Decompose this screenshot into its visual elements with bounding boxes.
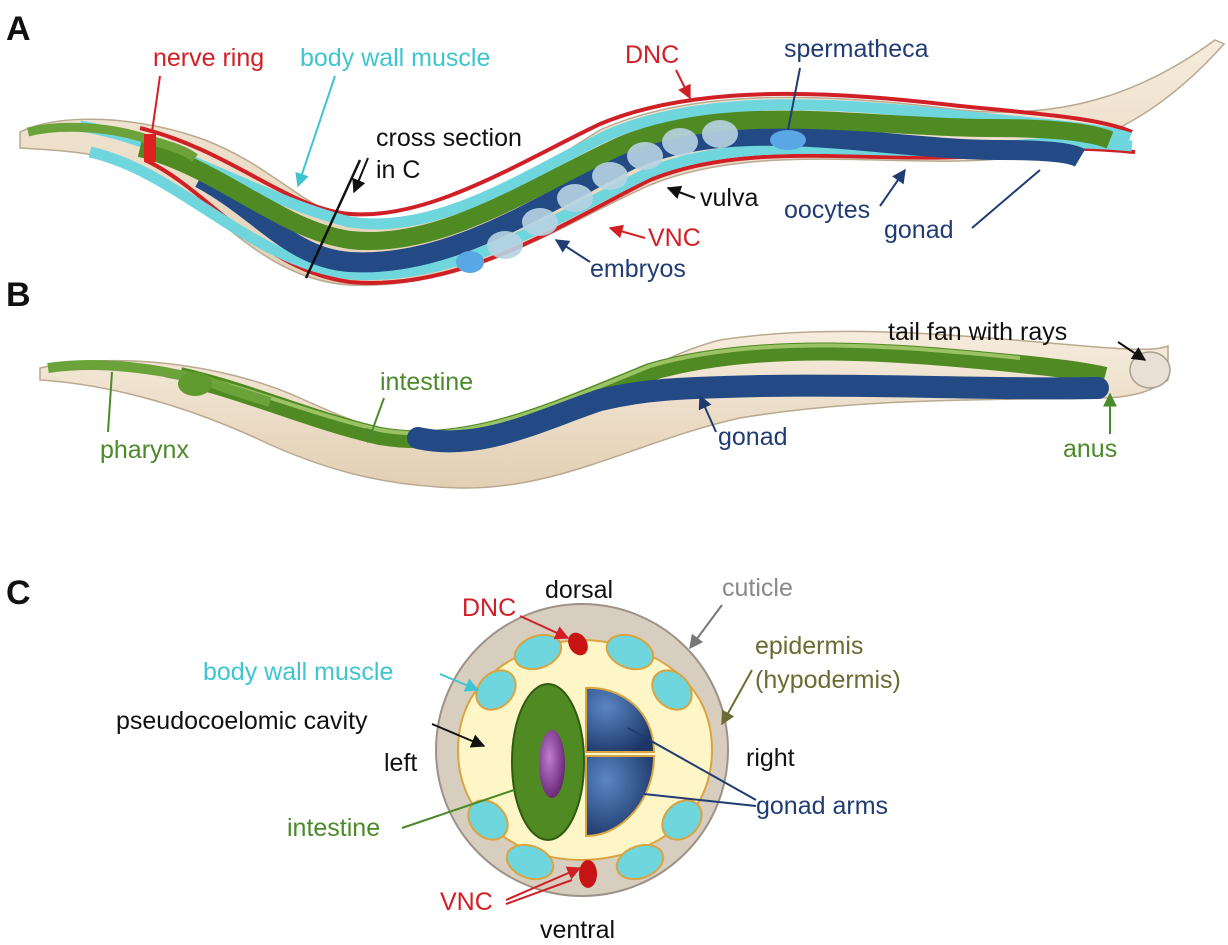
panel-b-male: B tail fan with rays intestine pharynx g… [6, 276, 1170, 488]
embryo [456, 251, 484, 273]
label-tail-fan: tail fan with rays [888, 318, 1067, 346]
label-vnc-c: VNC [440, 888, 493, 916]
embryo [627, 142, 663, 170]
panel-letter-a: A [6, 10, 31, 48]
label-dnc-a: DNC [625, 41, 679, 69]
label-embryos: embryos [590, 255, 686, 283]
label-intestine-c: intestine [287, 814, 380, 842]
embryo [592, 162, 628, 190]
label-dorsal: dorsal [545, 576, 613, 604]
pointer-cuticle [690, 605, 722, 648]
label-body-wall-muscle-c: body wall muscle [203, 658, 393, 686]
label-ventral: ventral [540, 916, 615, 944]
label-gonad-b: gonad [718, 423, 788, 451]
label-nerve-ring: nerve ring [153, 44, 264, 72]
pointer-dnc-a [676, 70, 690, 98]
label-pseudocoelomic-cavity: pseudocoelomic cavity [116, 707, 368, 735]
label-gonad-arms: gonad arms [756, 792, 888, 820]
pointer-cross-section [354, 158, 368, 192]
label-cross-section-2: in C [376, 156, 420, 184]
embryo [557, 184, 593, 212]
label-vnc-a: VNC [648, 224, 701, 252]
embryo [487, 231, 523, 259]
panel-letter-b: B [6, 276, 31, 314]
pointer-gonad-a [972, 170, 1040, 228]
label-oocytes: oocytes [784, 196, 870, 224]
label-vulva: vulva [700, 184, 758, 212]
label-intestine-b: intestine [380, 368, 473, 396]
male-pharynx-bulb [178, 372, 212, 396]
pointer-epidermis [722, 670, 752, 724]
embryo [522, 208, 558, 236]
label-hypodermis: (hypodermis) [755, 666, 901, 694]
nerve-ring-shape [144, 134, 156, 162]
label-body-wall-muscle-a: body wall muscle [300, 44, 490, 72]
intestine-lumen [539, 730, 565, 798]
label-epidermis: epidermis [755, 632, 863, 660]
label-spermatheca: spermatheca [784, 35, 929, 63]
label-left: left [384, 749, 417, 777]
pointer-vnc-a [610, 228, 645, 238]
label-dnc-c: DNC [462, 594, 516, 622]
label-cuticle: cuticle [722, 574, 793, 602]
pointer-vulva [668, 188, 695, 198]
panel-a-hermaphrodite: A nerve ring body wall muscle DNC sperma… [6, 10, 1224, 285]
spermatheca-shape [770, 130, 806, 150]
panel-letter-c: C [6, 574, 31, 612]
male-tail-fan [1130, 352, 1170, 388]
vnc-shape [579, 860, 597, 888]
label-gonad-a: gonad [884, 216, 954, 244]
pointer-body-wall-muscle-a [298, 76, 335, 186]
label-pharynx: pharynx [100, 436, 189, 464]
pointer-oocytes [880, 170, 905, 206]
pointer-nerve-ring [152, 76, 160, 132]
panel-c-cross-section: C dorsal DNC cuticle epidermis (hypoderm… [6, 574, 901, 944]
label-cross-section-1: cross section [376, 124, 522, 152]
embryo [702, 120, 738, 148]
label-anus: anus [1063, 435, 1117, 463]
embryo [662, 128, 698, 156]
pointer-embryos [556, 240, 590, 262]
label-right: right [746, 744, 795, 772]
